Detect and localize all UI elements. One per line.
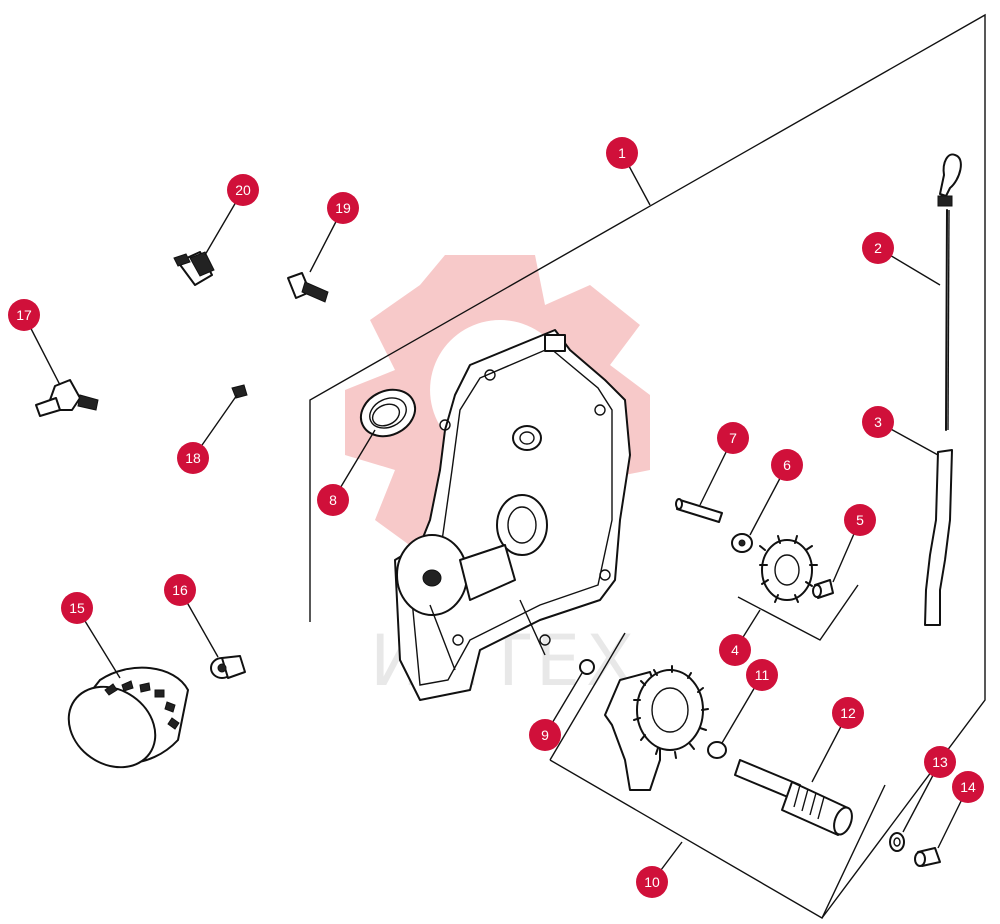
svg-text:1: 1 xyxy=(618,145,626,161)
small-nut xyxy=(231,384,248,399)
oil-pressure-sensor xyxy=(173,251,215,286)
svg-text:13: 13 xyxy=(932,754,948,770)
callout-2: 2 xyxy=(862,232,894,264)
bracket-10-base xyxy=(549,759,886,919)
callout-5: 5 xyxy=(844,504,876,536)
svg-text:14: 14 xyxy=(960,779,976,795)
callout-20: 20 xyxy=(227,174,259,206)
svg-text:19: 19 xyxy=(335,200,351,216)
svg-text:3: 3 xyxy=(874,414,882,430)
callout-9: 9 xyxy=(529,719,561,751)
svg-text:17: 17 xyxy=(16,307,32,323)
svg-text:9: 9 xyxy=(541,727,549,743)
svg-text:7: 7 xyxy=(729,430,737,446)
svg-text:5: 5 xyxy=(856,512,864,528)
callout-19: 19 xyxy=(327,192,359,224)
svg-text:4: 4 xyxy=(731,642,739,658)
callout-3: 3 xyxy=(862,406,894,438)
elbow-fitting xyxy=(35,379,99,417)
svg-text:8: 8 xyxy=(329,492,337,508)
callout-7: 7 xyxy=(717,422,749,454)
callout-12: 12 xyxy=(832,697,864,729)
svg-text:2: 2 xyxy=(874,240,882,256)
drive-gear xyxy=(759,535,818,603)
flange-bolt xyxy=(287,272,329,303)
svg-text:10: 10 xyxy=(644,874,660,890)
svg-text:6: 6 xyxy=(783,457,791,473)
callout-17: 17 xyxy=(8,299,40,331)
pump-shaft xyxy=(734,759,853,836)
svg-text:20: 20 xyxy=(235,182,251,198)
bracket-4 xyxy=(737,584,859,641)
svg-text:15: 15 xyxy=(69,600,85,616)
shaft-pin xyxy=(675,498,723,523)
callout-4: 4 xyxy=(719,634,751,666)
callout-14: 14 xyxy=(952,771,984,803)
gear-pin xyxy=(812,579,834,599)
timing-cover-housing xyxy=(394,329,631,701)
oil-filter xyxy=(67,666,189,769)
svg-text:11: 11 xyxy=(755,667,770,683)
o-ring-pump xyxy=(707,741,727,759)
oil-pump-assembly xyxy=(604,665,709,791)
svg-text:12: 12 xyxy=(840,705,856,721)
callout-8: 8 xyxy=(317,484,349,516)
callout-18: 18 xyxy=(177,442,209,474)
bracket-10 xyxy=(549,632,626,761)
oil-dipstick xyxy=(937,153,962,431)
callout-13: 13 xyxy=(924,746,956,778)
callout-15: 15 xyxy=(61,592,93,624)
callout-10: 10 xyxy=(636,866,668,898)
dipstick-tube xyxy=(924,449,953,626)
washer xyxy=(889,832,905,852)
callout-11: 11 xyxy=(746,659,778,691)
callout-1: 1 xyxy=(606,137,638,169)
callout-6: 6 xyxy=(771,449,803,481)
oil-plug xyxy=(210,655,246,679)
o-ring-small xyxy=(579,659,595,675)
retaining-clip xyxy=(731,533,753,553)
drain-bolt xyxy=(914,847,941,867)
svg-text:16: 16 xyxy=(172,582,188,598)
svg-text:18: 18 xyxy=(185,450,201,466)
oil-seal xyxy=(359,388,417,438)
callout-16: 16 xyxy=(164,574,196,606)
